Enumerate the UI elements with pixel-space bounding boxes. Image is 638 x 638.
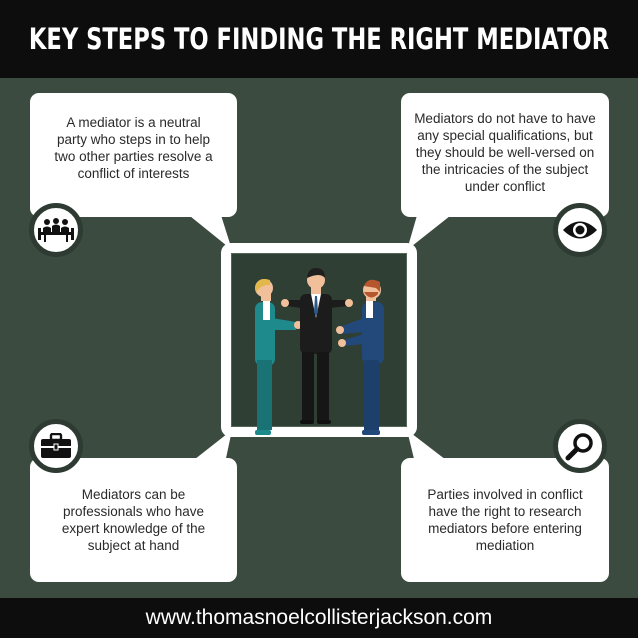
step-bubble-professionals: Mediators can be professionals who have … xyxy=(30,458,237,582)
page-title: KEY STEPS TO FINDING THE RIGHT MEDIATOR xyxy=(28,22,610,56)
step-text: A mediator is a neutral party who steps … xyxy=(54,115,213,181)
header-bar: KEY STEPS TO FINDING THE RIGHT MEDIATOR xyxy=(0,0,638,78)
right-party-figure xyxy=(336,279,384,435)
tail-top-left xyxy=(185,212,232,250)
tail-bottom-left xyxy=(190,430,232,463)
website-link[interactable]: www.thomasnoelcollisterjackson.com xyxy=(145,606,493,629)
left-party-figure xyxy=(255,279,302,435)
step-text: Mediators can be professionals who have … xyxy=(61,487,206,553)
magnifier-icon xyxy=(553,419,607,473)
tail-bottom-right xyxy=(407,430,450,463)
tail-top-right xyxy=(407,212,455,250)
step-bubble-qualifications: Mediators do not have to have any specia… xyxy=(401,93,609,217)
step-bubble-research: Parties involved in conflict have the ri… xyxy=(401,458,609,582)
footer-bar: www.thomasnoelcollisterjackson.com xyxy=(0,598,638,638)
eye-icon xyxy=(553,203,607,257)
step-text: Mediators do not have to have any specia… xyxy=(414,110,596,194)
step-text: Parties involved in conflict have the ri… xyxy=(427,487,583,553)
step-bubble-neutral-party: A mediator is a neutral party who steps … xyxy=(30,93,237,217)
mediator-figure xyxy=(281,268,353,424)
briefcase-icon xyxy=(29,419,83,473)
meeting-icon xyxy=(29,203,83,257)
